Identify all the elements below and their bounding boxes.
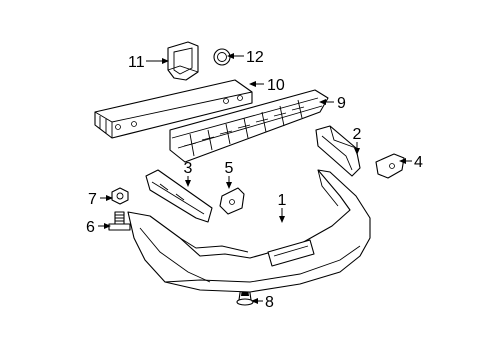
callout-10: 10 <box>267 77 285 94</box>
bolt-6 <box>108 211 131 231</box>
clip-4 <box>375 153 405 179</box>
callout-5: 5 <box>225 160 234 177</box>
callout-8: 8 <box>265 294 274 311</box>
nut-12 <box>213 48 231 66</box>
upper-bracket <box>167 41 199 81</box>
callout-2: 2 <box>353 126 362 143</box>
callout-4: 4 <box>414 154 423 171</box>
side-bracket-left <box>145 169 213 223</box>
callout-labels: 11 12 10 9 2 4 3 5 7 6 1 8 <box>86 49 423 311</box>
side-bracket-right <box>315 125 361 177</box>
nut-7 <box>111 187 129 205</box>
callout-6: 6 <box>86 219 95 236</box>
bumper-cover <box>127 169 371 293</box>
callout-3: 3 <box>184 160 193 177</box>
callout-7: 7 <box>88 191 97 208</box>
reinforcement-bar <box>94 79 253 139</box>
small-bracket-5 <box>219 187 245 215</box>
energy-absorber <box>169 89 329 163</box>
callout-11: 11 <box>128 54 145 71</box>
leader-lines <box>98 53 412 304</box>
callout-1: 1 <box>278 192 287 209</box>
callout-12: 12 <box>246 49 264 66</box>
callout-9: 9 <box>337 95 346 112</box>
